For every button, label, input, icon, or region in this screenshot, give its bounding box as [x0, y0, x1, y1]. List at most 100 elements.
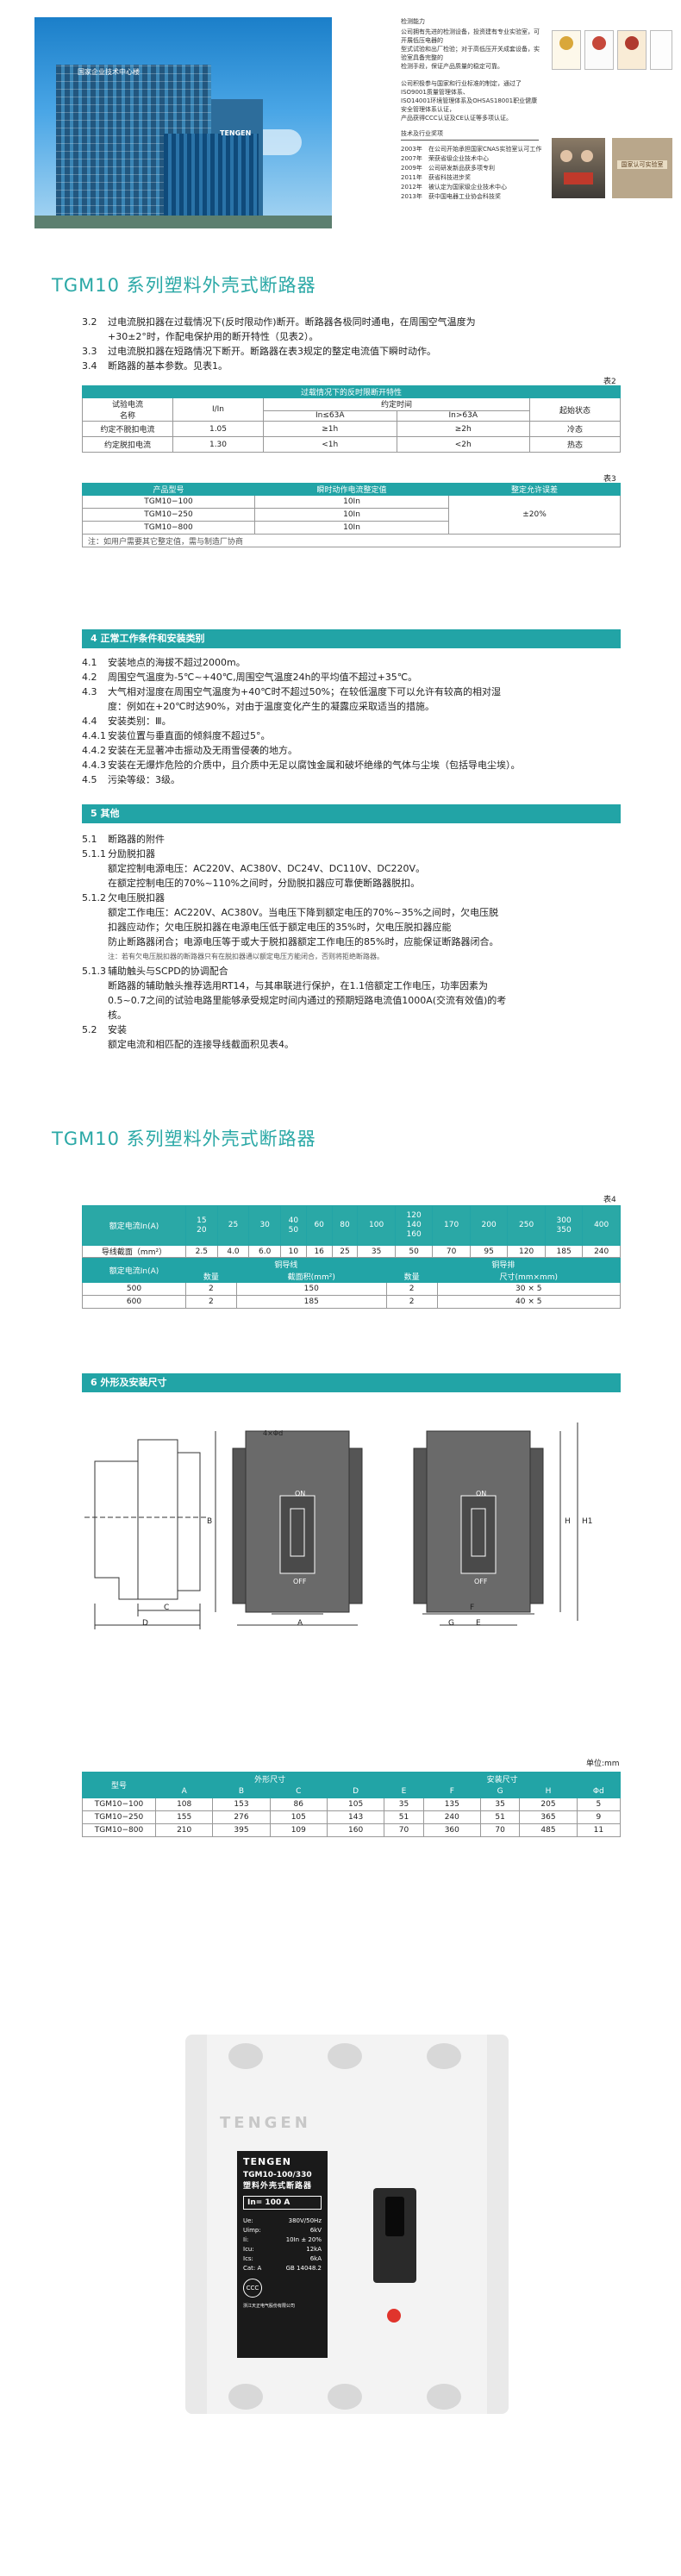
dim-on-2: ON	[476, 1490, 487, 1497]
cell: 105	[326, 1798, 385, 1811]
h-wire: 导线截面（mm²）	[82, 1245, 186, 1258]
para-text: 在额定控制电压的70%~110%之间时，分励脱扣器应可靠使断路器脱扣。	[108, 878, 421, 889]
certificate-image	[650, 30, 672, 70]
table3-label: 表3	[603, 475, 616, 484]
wire-cell: 10	[280, 1245, 307, 1258]
cell: ≥1h	[263, 421, 397, 437]
cell: TGM10−800	[82, 1823, 156, 1837]
spec-val: 6kA	[309, 2255, 322, 2262]
paragraph: 核。	[82, 1008, 634, 1022]
cell: 109	[269, 1823, 328, 1837]
award-photo	[552, 138, 605, 198]
table2-label: 表2	[603, 378, 616, 386]
cell: 485	[519, 1823, 578, 1837]
spec-key: Icu:	[243, 2246, 254, 2253]
cell: 395	[212, 1823, 271, 1837]
para-text: 分励脱扣器	[108, 848, 155, 860]
spec-val: 10In ± 20%	[285, 2236, 322, 2243]
dim-col: Φd	[576, 1785, 622, 1798]
honor-text: 在公司开始承担国家CNAS实验室认可工作	[428, 146, 542, 153]
paragraph: 扣器应动作；欠电压脱扣器在电源电压低于额定电压的35%时，欠电压脱扣器应能	[82, 920, 634, 935]
dim-hole: 4×Φd	[263, 1429, 284, 1437]
cell: 热态	[529, 436, 621, 453]
wire-cell: 25	[331, 1245, 359, 1258]
label-name: 塑料外壳式断路器	[243, 2182, 313, 2191]
dim-d: D	[142, 1619, 148, 1628]
cell: 365	[519, 1810, 578, 1824]
cell: 155	[154, 1810, 214, 1824]
spec-key: Uimp:	[243, 2227, 261, 2234]
para-text: 过电流脱扣器在过载情况下(反时限动作)断开。断路器各极同时通电，在周围空气温度为	[108, 316, 476, 328]
wire-cell: 35	[357, 1245, 396, 1258]
wire-cell: 95	[469, 1245, 509, 1258]
current-cell: 120 140 160	[394, 1205, 434, 1246]
para-num: 4.1	[82, 657, 97, 668]
cell: 冷态	[529, 421, 621, 437]
dim-col: D	[326, 1785, 385, 1798]
current-cell: 250	[507, 1205, 546, 1246]
current-cell: 300 350	[544, 1205, 584, 1246]
dim-e: E	[476, 1619, 481, 1628]
current-cell: 200	[469, 1205, 509, 1246]
para-text: 过电流脱扣器在短路情况下断开。断路器在表3规定的整定电流值下瞬时动作。	[108, 346, 436, 357]
cell: <1h	[263, 436, 397, 453]
certificate-image	[617, 30, 647, 70]
spec-val: GB 14048.2	[285, 2265, 322, 2272]
tech-text: 公司拥有先进的检测设备，投资建有专业实验室，可开展低压电器的型式试验和出厂检验；…	[401, 28, 543, 122]
para-num: 4.4.2	[82, 745, 106, 756]
paragraph: 断路器的辅助触头推荐选用RT14，与其串联进行保护，在1.1倍额定工作电压，功率…	[82, 979, 634, 993]
wire-cell: 4.0	[216, 1245, 250, 1258]
cell: 205	[519, 1798, 578, 1811]
cell: 105	[269, 1810, 328, 1824]
cell: 1.05	[172, 421, 264, 437]
cell: 10In	[254, 508, 449, 522]
para-text: 安装在无爆炸危险的介质中，且介质中无足以腐蚀金属和破坏绝缘的气体与尘埃（包括导电…	[108, 760, 521, 771]
cell: 276	[212, 1810, 271, 1824]
dim-col: H	[519, 1785, 578, 1798]
cell: 500	[82, 1282, 186, 1296]
paragraph: 额定工作电压：AC220V、AC380V。当电压下降到额定电压的70%~35%之…	[82, 905, 634, 920]
table2-title: 过载情况下的反时限断开特性	[82, 385, 621, 398]
dim-a: A	[297, 1619, 303, 1628]
cell: 51	[384, 1810, 424, 1824]
para-text: 欠电压脱扣器	[108, 892, 165, 903]
cell: TGM10−100	[82, 1798, 156, 1811]
wire-cell: 185	[544, 1245, 584, 1258]
spec-key: Cat: A	[243, 2265, 262, 2272]
cell: 2	[385, 1295, 438, 1309]
building-photo: 国家企业技术中心楼 TENGEN	[34, 17, 332, 228]
breaker-toggle[interactable]	[373, 2188, 416, 2283]
test-button[interactable]	[387, 2309, 401, 2323]
dim-col: A	[154, 1785, 214, 1798]
label-rating: In= 100 A	[243, 2196, 322, 2210]
para-text: 断路器的附件	[108, 834, 165, 845]
paragraph: 防止断路器闭合；电源电压等于或大于脱扣器额定工作电压的85%时，应能保证断路器闭…	[82, 935, 634, 949]
h-bar: 铜导排	[385, 1258, 622, 1271]
cell: 35	[479, 1798, 521, 1811]
section4-header: 4 正常工作条件和安装类别	[82, 629, 621, 648]
para-num: 5.1.2	[82, 892, 106, 903]
tech-line: 检测手段，保证产品质量的稳定可靠。	[401, 63, 503, 70]
para-text: 断路器的基本参数。见表1。	[108, 360, 228, 372]
h-cable: 铜导线	[185, 1258, 387, 1271]
paragraph: 注：若有欠电压脱扣器的断路器只有在脱扣器通以额定电压方能闭合，否则将拒绝断路器。	[82, 949, 634, 964]
para-text: 0.5~0.7之间的试验电路里能够承受规定时间内通过的预期短路电流值1000A(…	[108, 995, 507, 1006]
